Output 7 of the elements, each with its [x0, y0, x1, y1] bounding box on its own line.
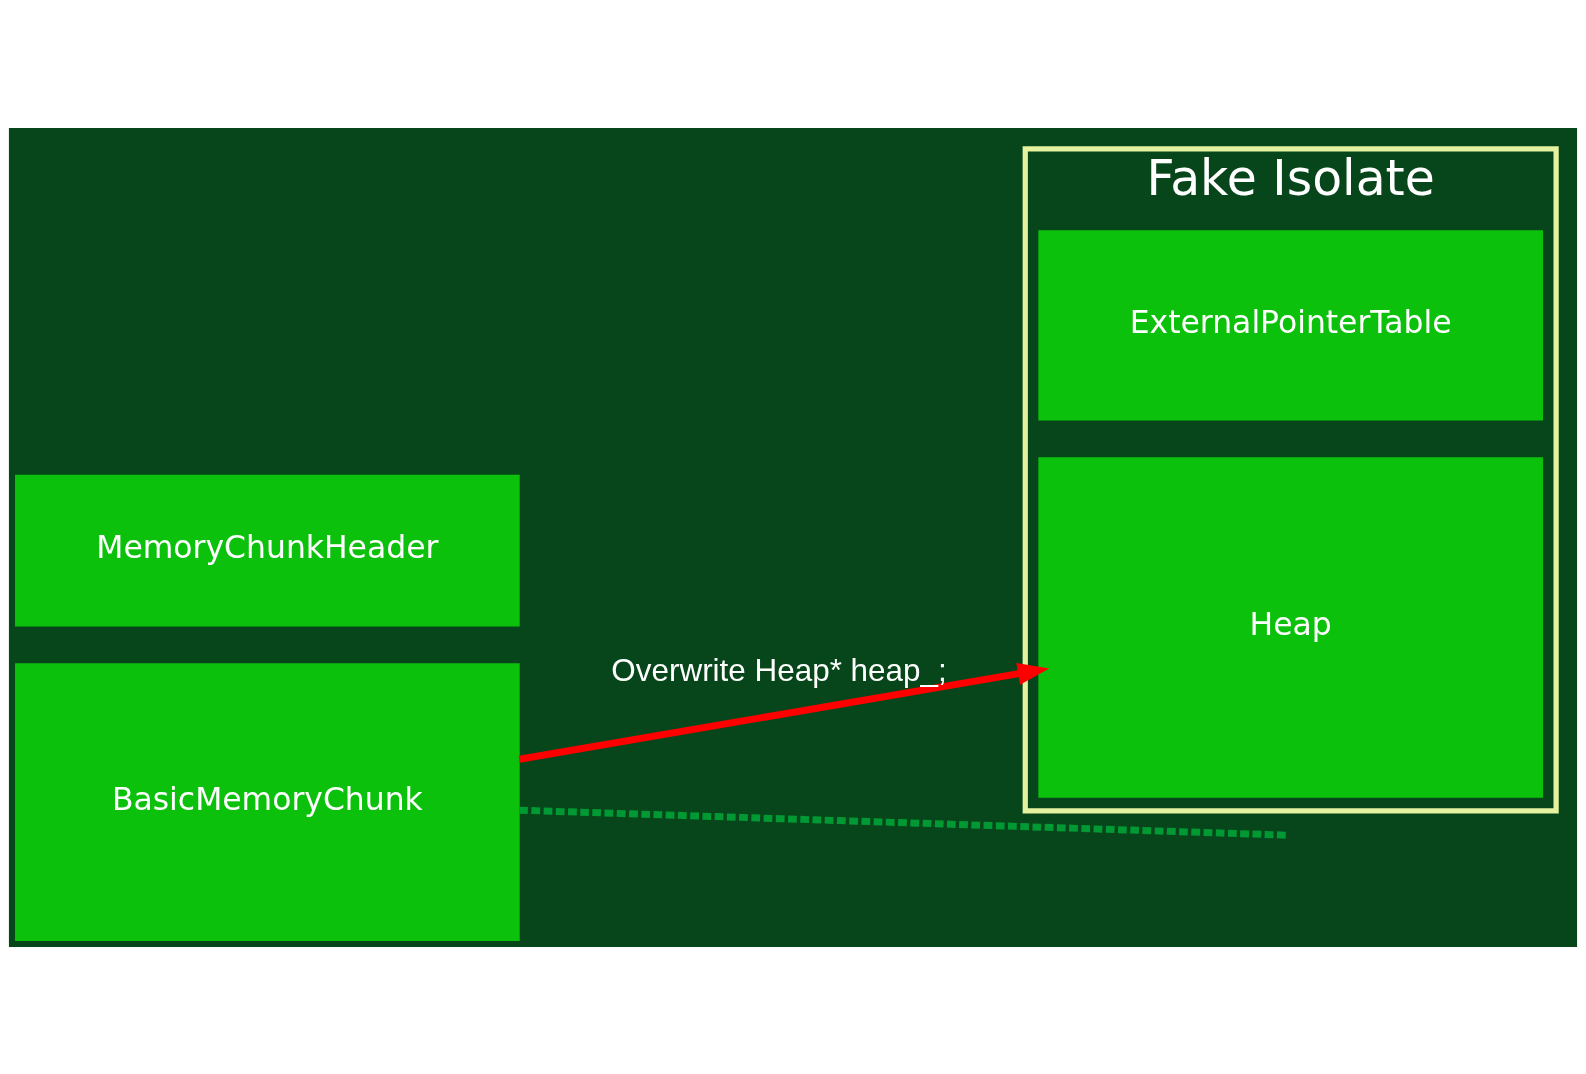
edge-label: Overwrite Heap* heap_; — [611, 652, 947, 688]
node-box: MemoryChunkHeader — [15, 474, 520, 627]
node-box: Heap — [1038, 456, 1544, 798]
arrow — [518, 662, 1050, 763]
node-box: BasicMemoryChunk — [15, 662, 520, 941]
node-box: ExternalPointerTable — [1038, 229, 1544, 420]
connector — [519, 806, 1289, 839]
